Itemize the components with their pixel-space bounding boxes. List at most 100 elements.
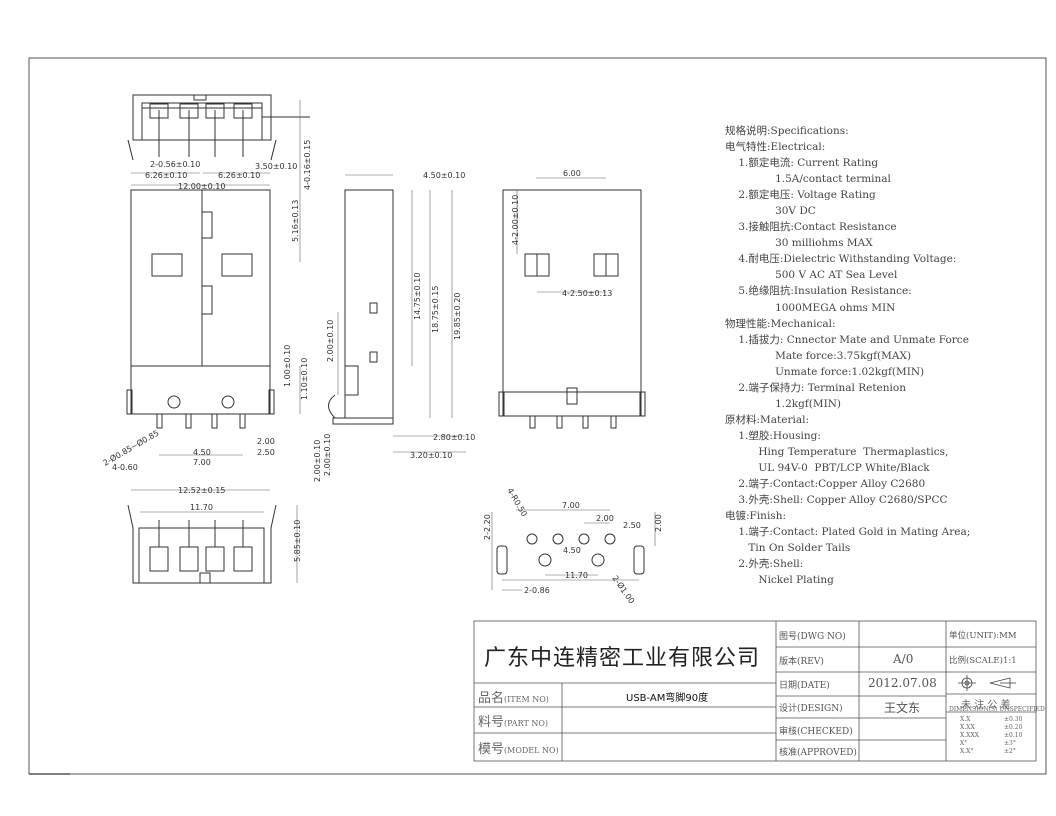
dim-side-0: 4.50±0.10	[423, 171, 465, 180]
date-value: 2012.07.08	[868, 676, 937, 690]
spec-line: 30V DC	[725, 205, 816, 218]
item-label-en: (ITEM NO)	[504, 695, 549, 704]
dim-pcb-5: 2-2.20	[483, 514, 492, 540]
spec-line: 2.端子保持力: Terminal Retenion	[725, 381, 906, 394]
dim-back-1: 4-2.00±0.10	[511, 195, 520, 245]
model-label: 模号(MODEL NO)	[478, 738, 559, 757]
spec-line: 原材料:Material:	[725, 413, 810, 426]
spec-line: 500 V AC AT Sea Level	[725, 269, 898, 282]
spec-line: 电气特性:Electrical:	[725, 141, 826, 154]
dim-side-2: 18.75±0.15	[431, 286, 440, 333]
rev-label: 版本(REV)	[779, 657, 824, 667]
back-view	[498, 189, 646, 429]
dim-front-8: 1.10±0.10	[300, 358, 309, 400]
unit-label: 单位(UNIT):MM	[949, 631, 1017, 641]
dim-front-5: 4-0.16±0.15	[303, 140, 312, 190]
model-label-en: (MODEL NO)	[504, 746, 559, 755]
tolerance-value: ±0.20	[1004, 724, 1023, 731]
dim-back-0: 6.00	[563, 169, 581, 178]
tolerance-value: ±3°	[1004, 740, 1016, 747]
dim-pcb-7: 11.70	[565, 571, 588, 580]
back-dimension-labels: 6.00 4-2.00±0.10 4-2.50±0.13	[511, 169, 612, 298]
spec-line: 规格说明:Specifications:	[725, 125, 849, 137]
dim-front-13: 2.00	[257, 437, 275, 446]
tolerance-key: X.XXX	[960, 732, 979, 739]
spec-line: 1.2kgf(MIN)	[725, 397, 842, 410]
spec-line: 物理性能:Mechanical:	[725, 317, 836, 330]
model-label-cn: 模号	[478, 742, 505, 757]
dim-side-3: 19.85±0.20	[453, 293, 462, 340]
dim-bottom-2: 5.85±0.10	[293, 520, 302, 562]
spec-line: 1.插拔力: Cnnector Mate and Unmate Force	[725, 333, 969, 346]
rev-value: A/0	[893, 652, 914, 666]
dim-front-14: 2.50	[257, 448, 275, 457]
side-view	[328, 189, 394, 425]
dim-pcb-8: 2-0.86	[524, 586, 550, 595]
spec-line: 5.绝缘阻抗:Insulation Resistance:	[725, 285, 912, 298]
design-value: 王文东	[884, 701, 921, 715]
dim-side-6: 3.20±0.10	[410, 451, 452, 460]
dim-pcb-4: 2.00	[654, 514, 663, 532]
item-value: USB-AM弯脚90度	[626, 693, 709, 704]
dim-front-11: 4.50	[193, 448, 211, 457]
dim-front-1: 3.50±0.10	[255, 162, 297, 171]
spec-line: 电镀:Finish:	[725, 510, 786, 523]
dim-bottom-0: 12.52±0.15	[178, 486, 225, 495]
front-view	[126, 189, 275, 429]
item-label: 品名(ITEM NO)	[478, 687, 549, 706]
dim-front-10: 4-0.60	[112, 463, 138, 472]
dim-front-7: 1.00±0.10	[283, 345, 292, 387]
tolerance-value: ±0.10	[1004, 732, 1023, 739]
title-block-grid	[473, 620, 1037, 762]
dim-side-4: 2.00±0.10	[326, 320, 335, 362]
spec-line: 1.5A/contact terminal	[725, 173, 891, 186]
spec-line: 2.端子:Contact:Copper Alloy C2680	[725, 478, 926, 491]
spec-line: 2.外壳:Shell:	[725, 558, 804, 571]
dim-bottom-1: 11.70	[190, 503, 213, 512]
spec-line: 1.额定电流: Current Rating	[725, 157, 879, 170]
date-label: 日期(DATE)	[779, 681, 830, 691]
spec-line: 1.端子:Contact: Plated Gold in Mating Area…	[725, 526, 971, 539]
dim-pcb-6: 4.50	[563, 546, 581, 555]
part-label: 料号(PART NO)	[478, 711, 548, 730]
bottom-view	[127, 504, 277, 584]
dim-back-2: 4-2.50±0.13	[562, 289, 612, 298]
tolerance-subtitle: DIMENSION(S) UNSPECIFIED	[949, 706, 1045, 713]
dim-side-7: 2.00±0.10	[313, 440, 322, 482]
top-view	[127, 94, 310, 161]
part-label-en: (PART NO)	[504, 719, 549, 728]
dim-pcb-0: 4-R0.50	[505, 487, 528, 519]
tolerance-key: X°	[960, 740, 968, 747]
bottom-dimension-labels: 12.52±0.15 11.70 5.85±0.10	[178, 486, 302, 562]
drawing-border	[28, 57, 1047, 775]
dim-pcb-3: 2.50	[623, 521, 641, 530]
pcb-layout	[496, 533, 645, 575]
approved-label: 核准(APPROVED)	[779, 748, 857, 758]
tolerance-value: ±0.30	[1004, 716, 1023, 723]
design-label: 设计(DESIGN)	[779, 704, 843, 714]
dim-front-9: 2-Ø0.85~Ø0.85	[101, 428, 160, 468]
spec-line: Hing Temperature Thermaplastics,	[725, 445, 949, 458]
tolerance-title: 未 注 公 差	[961, 700, 1011, 711]
dwg-label: 图号(DWG NO)	[779, 632, 846, 642]
side-dimension-labels: 4.50±0.10 14.75±0.10 18.75±0.15 19.85±0.…	[313, 171, 475, 482]
item-label-cn: 品名	[478, 691, 505, 706]
dim-side-5: 2.80±0.10	[433, 433, 475, 442]
spec-line: 3.接触阻抗:Contact Resistance	[725, 221, 897, 234]
spec-line: 4.耐电压:Dielectric Withstanding Voltage:	[725, 253, 957, 266]
tolerance-key: X.XX	[960, 724, 975, 731]
dim-front-0: 2-0.56±0.10	[150, 160, 200, 169]
spec-line: 3.外壳:Shell: Copper Alloy C2680/SPCC	[725, 494, 948, 507]
spec-line: Nickel Plating	[725, 574, 834, 587]
spec-line: 2.额定电压: Voltage Rating	[725, 189, 876, 202]
spec-line: Mate force:3.75kgf(MAX)	[725, 349, 912, 362]
company-name: 广东中连精密工业有限公司	[484, 646, 761, 671]
dim-side-8: 2.00±0.10	[323, 434, 332, 476]
dim-front-3: 6.26±0.10	[218, 171, 260, 180]
dim-pcb-1: 7.00	[562, 501, 580, 510]
spec-line: 1.塑胶:Housing:	[725, 429, 821, 442]
dim-front-2: 6.26±0.10	[145, 171, 187, 180]
tolerance-value: ±2°	[1004, 748, 1016, 755]
projection-symbol-icon	[958, 675, 1016, 691]
